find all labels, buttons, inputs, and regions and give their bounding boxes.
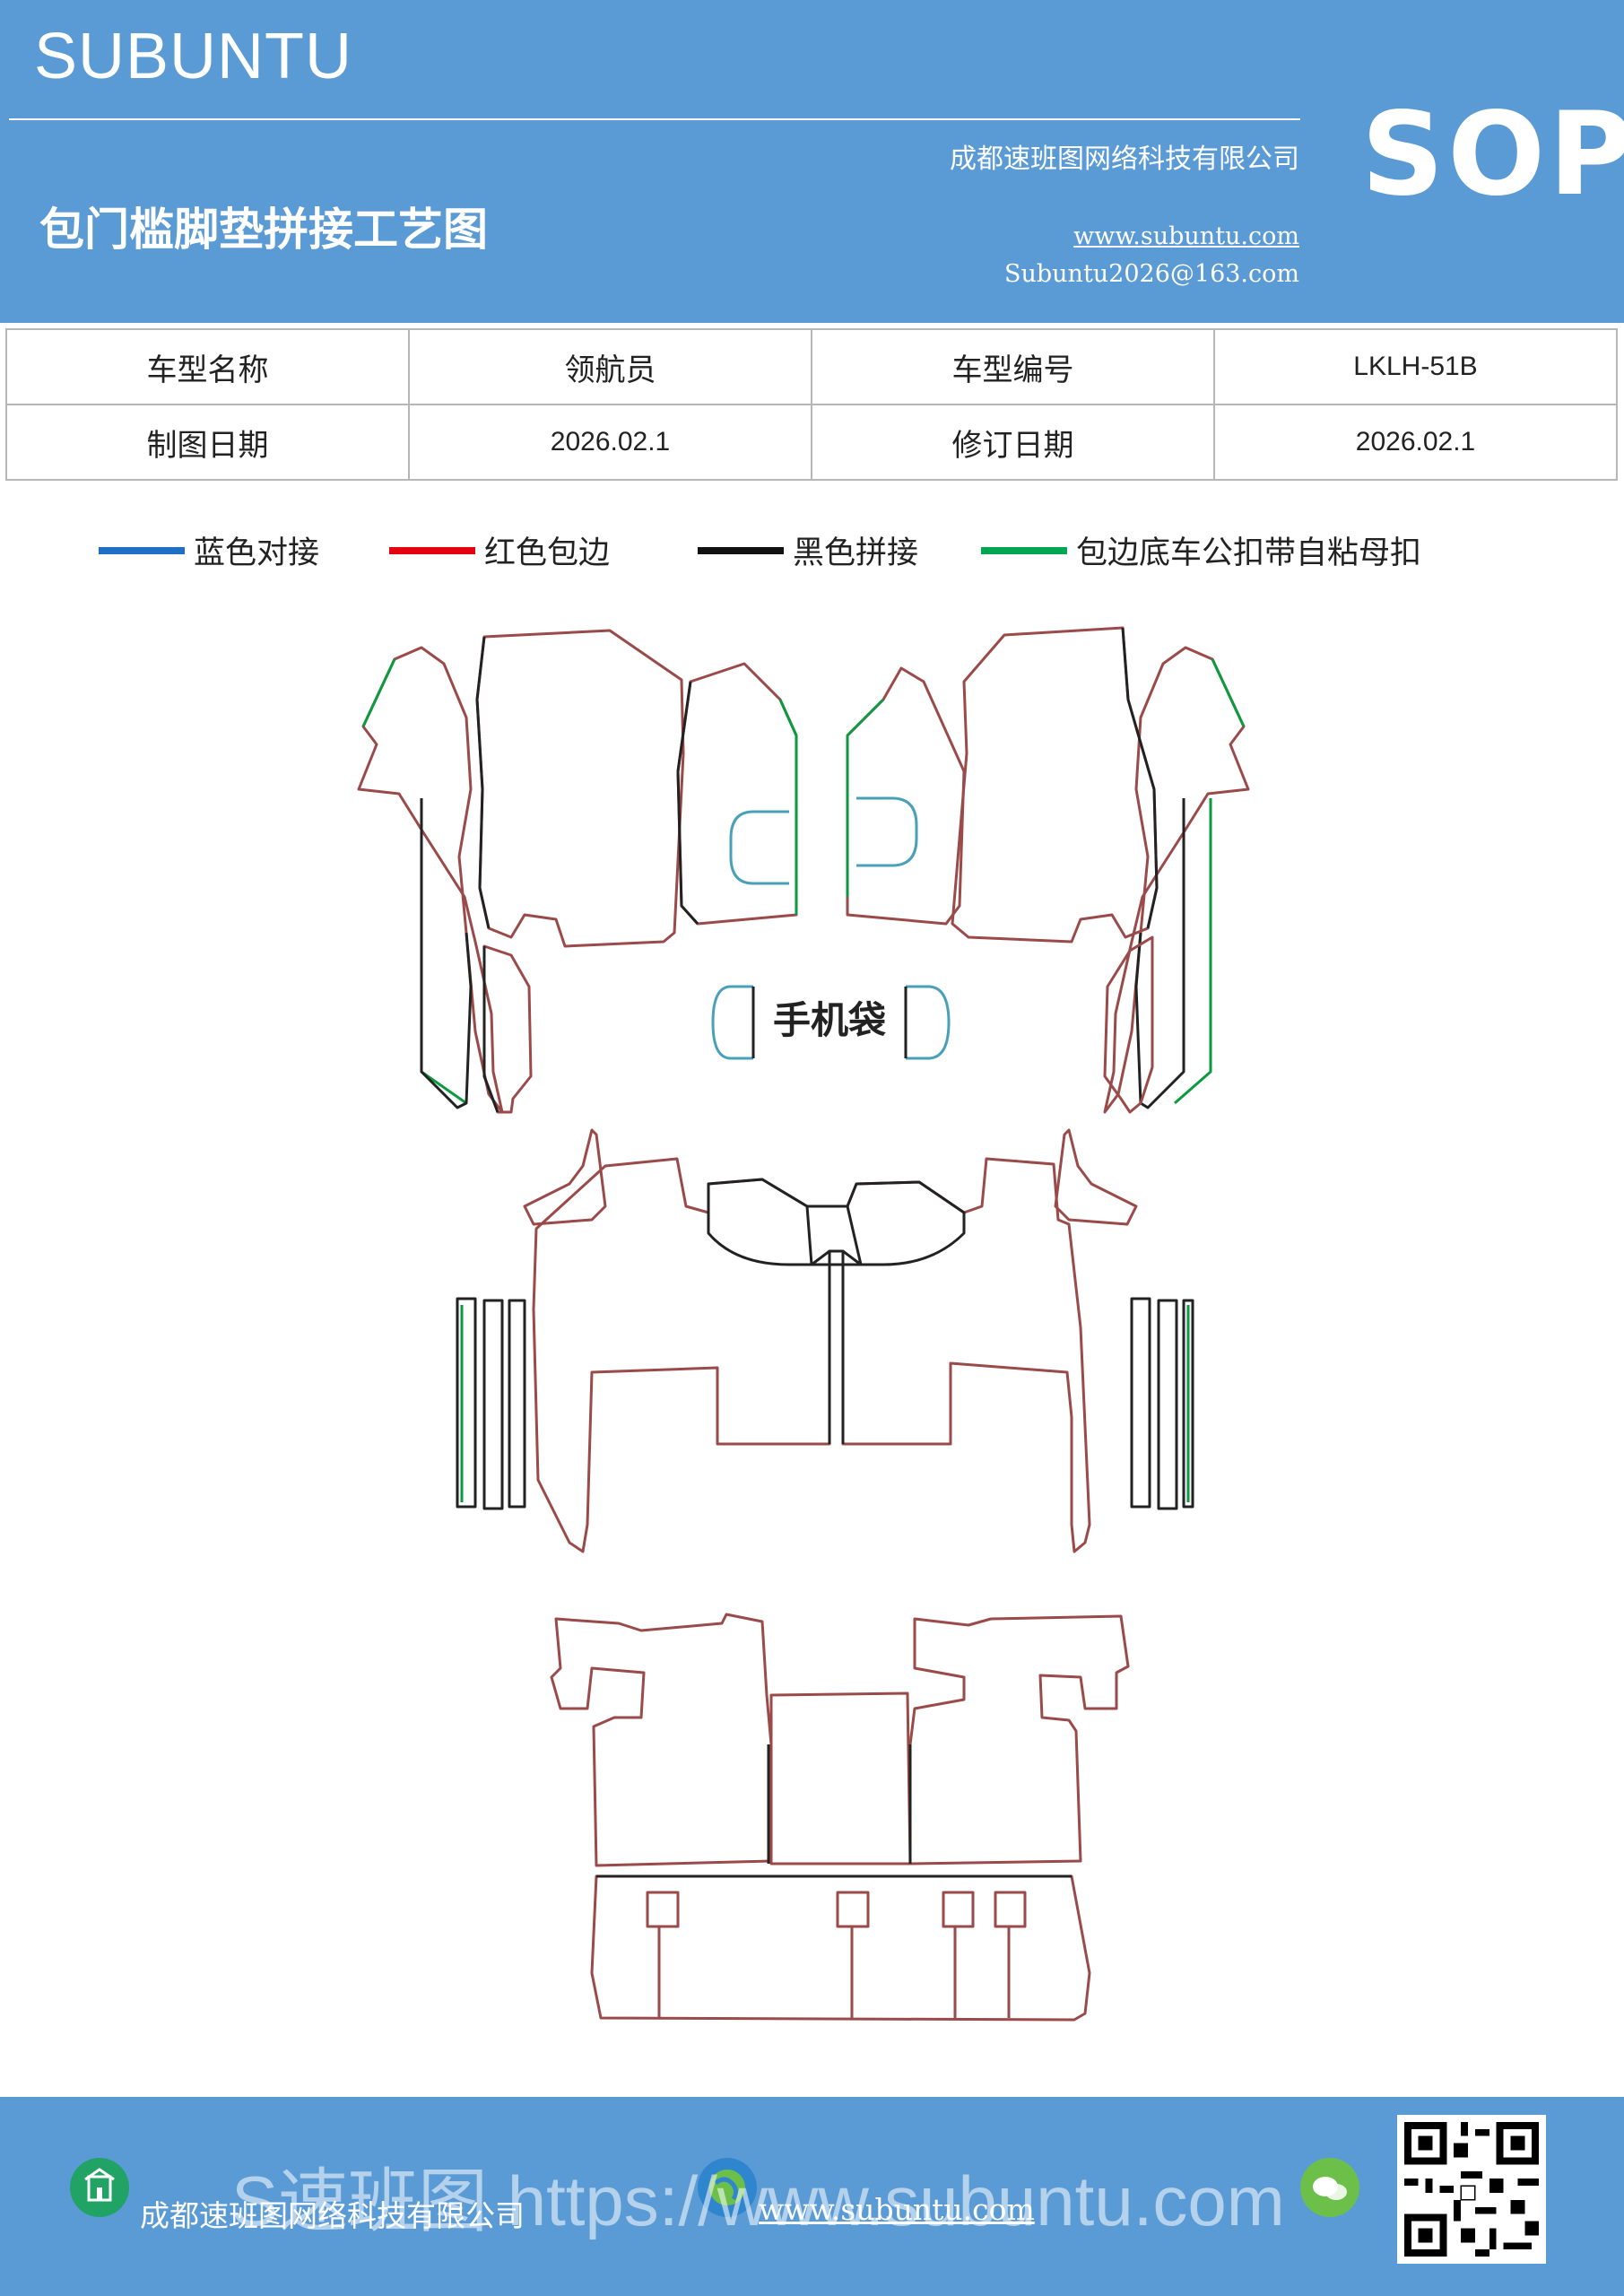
- footer-company: 成都速班图网络科技有限公司: [140, 2198, 525, 2233]
- rear-bench-slot-3: [942, 1891, 975, 2018]
- front-right-green-edge: [1174, 658, 1246, 1105]
- rear-bench-slot-4: [994, 1891, 1027, 2018]
- revise-date-value: 2026.02.1: [1213, 404, 1618, 481]
- line-legend: 蓝色对接 红色包边 黑色拼接 包边底车公扣带自粘母扣: [0, 527, 1624, 581]
- phone-pocket-left-blue: [711, 985, 753, 1060]
- front-left-green-edge: [361, 658, 467, 1105]
- model-code-value: LKLH-51B: [1213, 328, 1618, 405]
- front-right-main-seam: [1121, 627, 1159, 929]
- draw-date-value: 2026.02.1: [408, 404, 812, 481]
- legend-label: 包边底车公扣带自粘母扣: [1076, 535, 1422, 571]
- draw-date-label: 制图日期: [5, 404, 410, 481]
- qr-code: [1397, 2115, 1546, 2264]
- phone-pocket-label: 手机袋: [773, 998, 886, 1042]
- middle-main-mat: [532, 1157, 1091, 1553]
- middle-left-corner: [523, 1128, 607, 1226]
- table-row: 制图日期 2026.02.1 修订日期 2026.02.1: [5, 404, 1618, 481]
- rear-right-mat: [908, 1614, 1130, 1866]
- middle-center-tab: [805, 1205, 863, 1266]
- table-row: 车型名称 领航员 车型编号 LKLH-51B: [5, 328, 1618, 405]
- revise-date-label: 修订日期: [811, 404, 1215, 481]
- legend-swatch-red: [389, 546, 475, 554]
- model-name-value: 领航员: [408, 328, 812, 405]
- header-email: Subuntu2026@163.com: [1004, 260, 1299, 288]
- front-left-blue-pocket: [729, 810, 789, 885]
- rear-bench-strip: [590, 1874, 1091, 2022]
- rear-bench-slot-1: [646, 1891, 680, 2018]
- header-website-link[interactable]: www.subuntu.com: [1073, 222, 1299, 250]
- globe-icon: [698, 2158, 757, 2217]
- front-right-lower-strip: [1103, 935, 1154, 1114]
- legend-swatch-green: [981, 546, 1067, 554]
- model-code-label: 车型编号: [811, 328, 1215, 405]
- model-name-label: 车型名称: [5, 328, 410, 405]
- legend-label: 红色包边: [484, 535, 611, 571]
- front-left-sill-green: [778, 699, 798, 915]
- footer-website-link[interactable]: www.subuntu.com: [759, 2192, 1035, 2227]
- middle-left-side-strips: [456, 1297, 526, 1510]
- front-right-sill-green: [846, 698, 885, 897]
- front-right-outer-piece: [1103, 646, 1250, 1114]
- footer-watermark: S速班图 https://www.subuntu.com: [231, 2161, 1285, 2240]
- document-title: 包门槛脚垫拼接工艺图: [39, 204, 488, 256]
- legend-item-blue: 蓝色对接: [99, 527, 319, 573]
- footer-banner: 成都速班图网络科技有限公司 www.subuntu.com S速班图 https…: [0, 2097, 1624, 2296]
- legend-label: 蓝色对接: [194, 535, 320, 571]
- front-left-main-mat: [475, 629, 685, 948]
- header-company: 成都速班图网络科技有限公司: [950, 144, 1299, 175]
- header-banner: SUBUNTU SOP 包门槛脚垫拼接工艺图 成都速班图网络科技有限公司 www…: [0, 0, 1624, 323]
- middle-right-corner: [1054, 1128, 1138, 1226]
- rear-center-panel: [769, 1692, 912, 1866]
- sop-badge: SOP: [1361, 88, 1624, 222]
- front-right-door-sill: [846, 666, 966, 926]
- legend-label: 黑色拼接: [793, 535, 919, 571]
- middle-center-console: [707, 1178, 966, 1266]
- info-table: 车型名称 领航员 车型编号 LKLH-51B 制图日期 2026.02.1 修订…: [5, 328, 1618, 481]
- front-right-black-seam: [1134, 798, 1185, 1109]
- middle-right-side-strips: [1130, 1297, 1194, 1510]
- header-divider: [9, 118, 1300, 120]
- front-left-main-seam: [475, 636, 491, 929]
- building-icon: [70, 2158, 129, 2217]
- phone-pocket-right-blue: [906, 985, 951, 1060]
- floor-mat-drawing: 手机袋: [357, 626, 1250, 2022]
- rear-center-seams: [767, 1744, 912, 1864]
- front-left-lower-seam: [482, 946, 499, 1113]
- wechat-icon: [1300, 2158, 1359, 2217]
- rear-bench-slot-2: [836, 1891, 870, 2018]
- front-left-black-seam: [420, 798, 473, 1109]
- front-left-sill-black: [676, 681, 699, 926]
- legend-item-green: 包边底车公扣带自粘母扣: [981, 527, 1421, 573]
- legend-item-red: 红色包边: [389, 527, 610, 573]
- legend-swatch-blue: [99, 546, 185, 554]
- rear-left-mat: [550, 1613, 773, 1867]
- legend-swatch-black: [698, 546, 784, 554]
- legend-item-black: 黑色拼接: [698, 527, 918, 573]
- middle-center-seam: [828, 1251, 845, 1444]
- front-right-blue-pocket: [856, 796, 918, 867]
- brand-name: SUBUNTU: [34, 21, 353, 92]
